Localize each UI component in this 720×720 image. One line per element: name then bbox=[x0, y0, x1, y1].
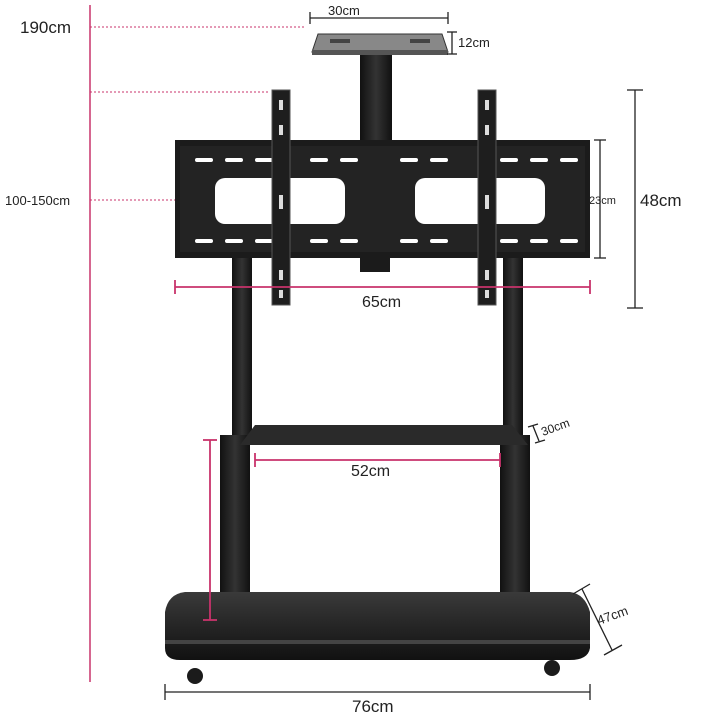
camera-tray bbox=[311, 33, 449, 143]
wheel-left bbox=[187, 668, 203, 684]
height-guides bbox=[89, 5, 305, 682]
total-height-label: 190cm bbox=[20, 18, 71, 37]
base-depth-line bbox=[581, 588, 613, 651]
vesa-rails bbox=[271, 89, 497, 306]
panel-height-label: 23cm bbox=[589, 195, 616, 207]
shelf bbox=[240, 425, 528, 445]
rail-height-label: 48cm bbox=[640, 191, 682, 210]
shelf-depth-label: 30cm bbox=[539, 416, 571, 439]
mount-panel bbox=[175, 140, 590, 272]
shelf-width-label: 52cm bbox=[351, 463, 390, 480]
tray-depth-label: 12cm bbox=[458, 35, 490, 50]
base bbox=[165, 592, 590, 684]
adjust-height-label: 100-150cm bbox=[5, 193, 70, 208]
base-width-label: 76cm bbox=[352, 697, 394, 716]
base-depth-label: 47cm bbox=[595, 603, 630, 628]
tray-width-label: 30cm bbox=[328, 3, 360, 18]
mount-width-label: 65cm bbox=[362, 294, 401, 311]
wheel-right bbox=[544, 660, 560, 676]
